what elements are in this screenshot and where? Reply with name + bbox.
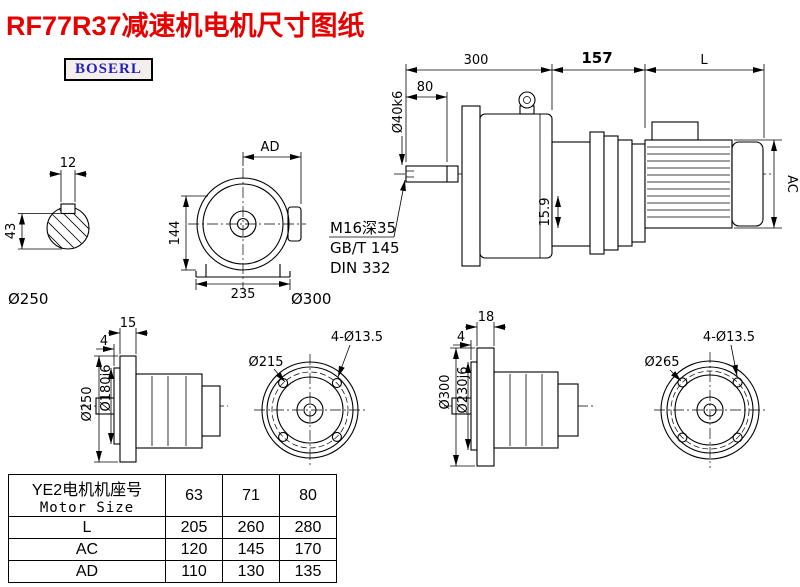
bolt-circle-large	[670, 370, 750, 450]
dim-ac-label: AC	[784, 175, 799, 193]
table-cell: 135	[279, 560, 337, 583]
table-col-71: 71	[222, 474, 280, 517]
dim-157-label: 157	[581, 49, 612, 67]
dim-fl1-holes-label: 4-Ø13.5	[331, 330, 383, 345]
table-cell: 120	[165, 538, 223, 561]
table-cell: 280	[279, 516, 337, 539]
dim-144-label: 144	[168, 221, 183, 246]
table-header-motor-size: YE2电机机座号 Motor Size	[8, 474, 166, 517]
gearbox-front-view: AD 144 235	[168, 140, 306, 302]
table-header-cn: YE2电机机座号	[31, 481, 143, 499]
dim-key-width-label: 12	[60, 156, 77, 171]
dim-159-label: 15.9	[538, 198, 553, 227]
dimension-table: YE2电机机座号 Motor Size 63 71 80 L 205 260 2…	[8, 474, 337, 583]
note-standard-din: DIN 332	[330, 259, 391, 277]
table-cell: 110	[165, 560, 223, 583]
brand-logo: BOSERL	[64, 58, 153, 81]
table-header-en: Motor Size	[39, 499, 135, 516]
flange-large-plate	[476, 347, 495, 467]
table-cell: 130	[222, 560, 280, 583]
lifting-eye	[518, 91, 536, 109]
flange-small-plate	[119, 355, 137, 463]
motor-body	[644, 139, 733, 229]
dim-80-label: 80	[417, 80, 434, 95]
bolt-hole	[278, 431, 289, 442]
table-row-label: AD	[8, 560, 166, 583]
flange-large-face-view: Ø265 4-Ø13.5	[644, 330, 766, 468]
output-shaft	[405, 165, 459, 183]
gearbox-base	[195, 264, 291, 278]
table-row-AD: AD 110 130 135	[8, 560, 337, 583]
dim-fl1-od-label: Ø250	[80, 386, 95, 421]
flange-small-od-circle	[261, 361, 359, 459]
table-row-label: AC	[8, 538, 166, 561]
dim-300-label: 300	[464, 53, 489, 68]
caption-flange-300: Ø300	[291, 290, 331, 308]
table-row-label: L	[8, 516, 166, 539]
dim-fl2-od-label: Ø300	[438, 374, 453, 409]
dim-235-label: 235	[231, 287, 256, 302]
adapter-neck	[551, 141, 591, 247]
bolt-hole	[732, 432, 743, 443]
table-cell: 260	[222, 516, 280, 539]
terminal-box	[651, 121, 699, 141]
bolt-hole	[732, 377, 743, 388]
dim-shaft-dia-label: Ø40k6	[391, 91, 406, 134]
dim-fl1-bc-label: Ø215	[248, 355, 283, 370]
dim-fl2-spigot-label: Ø230j6	[456, 367, 471, 414]
keyway	[60, 203, 76, 215]
caption-flange-250: Ø250	[8, 290, 48, 308]
table-col-63: 63	[165, 474, 223, 517]
flange-small-side-view: 15 4 Ø250 Ø180j6	[80, 316, 228, 463]
dim-fl2-holes-label: 4-Ø13.5	[703, 330, 755, 345]
gearbox-housing	[479, 113, 553, 259]
dim-fl1-spigot-label: Ø180j6	[99, 365, 114, 412]
assembly-side-view: 300 157 L 80 Ø40k6 AC 15.9	[329, 49, 799, 277]
dim-key-height-label: 43	[4, 223, 19, 240]
table-cell: 170	[279, 538, 337, 561]
dim-fl2-bc-label: Ø265	[644, 355, 679, 370]
flange-large-side-view: 18 4 Ø300 Ø230j6	[438, 310, 594, 467]
dim-fl2-thk-label: 18	[478, 310, 495, 325]
flange-outer-circle	[196, 177, 290, 271]
page-title: RF77R37减速机电机尺寸图纸	[6, 11, 365, 41]
flange-small-body	[135, 373, 203, 449]
fan-cowl	[731, 141, 764, 227]
bolt-hole	[331, 378, 342, 389]
table-cell: 145	[222, 538, 280, 561]
table-row-AC: AC 120 145 170	[8, 538, 337, 561]
bolt-hole	[677, 432, 688, 443]
table-cell: 205	[165, 516, 223, 539]
dim-fl2-spigot-thk-label: 4	[457, 330, 465, 345]
bolt-hole	[331, 431, 342, 442]
dim-L-label: L	[700, 53, 708, 68]
bolt-circle-small	[271, 371, 349, 449]
shaft-section-view: 12 43	[4, 156, 90, 250]
flange-large-od-circle	[660, 360, 760, 460]
motor-fins	[647, 146, 730, 218]
dim-fl1-thk-label: 15	[120, 316, 137, 331]
note-standard-gb: GB/T 145	[330, 239, 400, 257]
dim-fl1-spigot-thk-label: 4	[100, 334, 108, 349]
gearbox-flange	[461, 105, 481, 267]
table-col-80: 80	[279, 474, 337, 517]
note-thread: M16深35	[330, 219, 396, 237]
table-row-L: L 205 260 280	[8, 516, 337, 539]
dim-ad-label: AD	[261, 140, 280, 155]
flange-small-face-view: Ø215 4-Ø13.5	[248, 330, 383, 466]
bolt-hole	[677, 377, 688, 388]
side-boss	[287, 206, 302, 242]
